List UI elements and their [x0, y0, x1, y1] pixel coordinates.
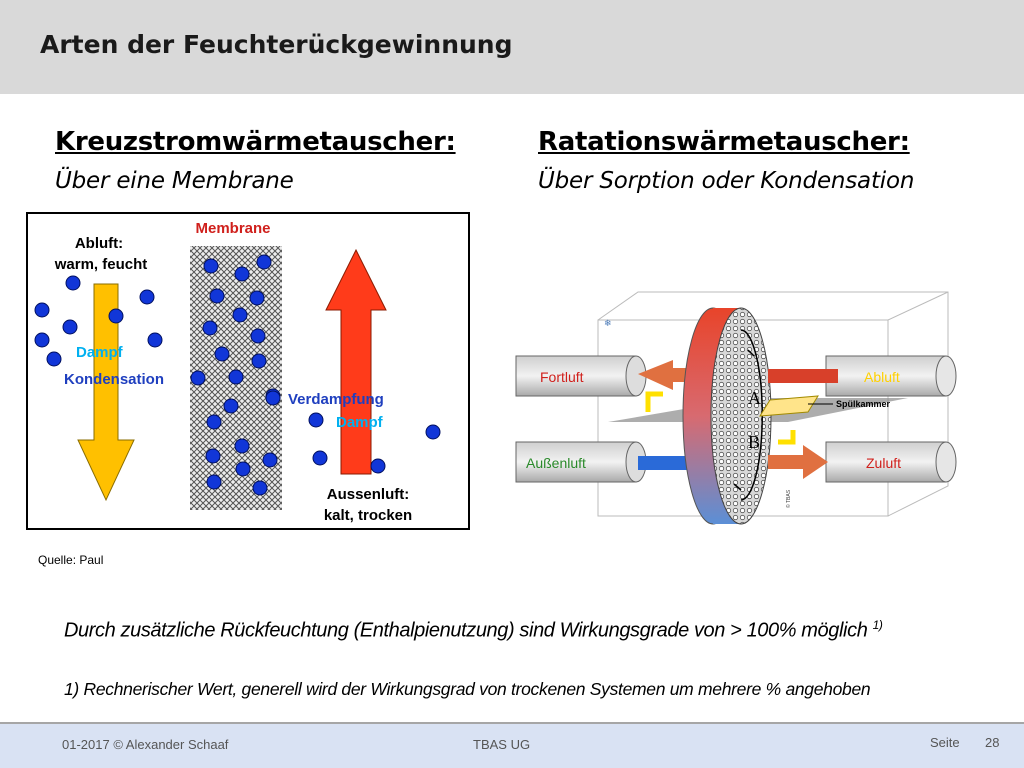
footer-seite-label: Seite: [930, 735, 960, 750]
footer: 01-2017 © Alexander Schaaf TBAS UG Seite…: [0, 722, 1024, 768]
abluft-label-2: warm, feucht: [54, 256, 148, 273]
tbas-copyright: © TBAS: [785, 489, 792, 508]
snow-icon: ❄: [604, 318, 612, 328]
abluft-label-1: Abluft:: [75, 235, 123, 252]
footnote: 1) Rechnerischer Wert, generell wird der…: [64, 679, 871, 699]
spuelkammer-block: [759, 395, 819, 417]
spuelkammer-label: Spülkammer: [836, 399, 891, 409]
footer-company: TBAS UG: [473, 737, 531, 752]
main-note-footnote-ref: 1): [872, 618, 883, 632]
abluft-flow: [768, 369, 838, 383]
aussenluft-arrow: [325, 248, 387, 475]
footer-page-number: 28: [985, 735, 1000, 750]
slide-title: Arten der Feuchterückgewinnung: [40, 30, 513, 59]
membrane-diagram: Membrane Abluft: warm, feucht Dampf Kond…: [26, 212, 470, 530]
source-caption: Quelle: Paul: [38, 553, 104, 567]
right-subheading: Über Sorption oder Kondensation: [538, 168, 915, 194]
vapor-dots: [34, 254, 441, 496]
kondensation-label: Kondensation: [64, 371, 164, 388]
zuluft-arrow: [768, 445, 828, 479]
title-bar: [0, 0, 1024, 94]
dampf-left-label: Dampf: [76, 344, 124, 361]
membrane-label: Membrane: [195, 220, 270, 237]
main-note-text: Durch zusätzliche Rückfeuchtung (Enthalp…: [64, 619, 868, 642]
abluft-label: Abluft: [864, 369, 900, 385]
left-subheading: Über eine Membrane: [55, 168, 294, 194]
aussenluft-label: Außenluft: [526, 455, 586, 471]
main-note: Durch zusätzliche Rückfeuchtung (Enthalp…: [64, 618, 883, 643]
zone-b-label: B: [748, 432, 760, 452]
duct-fortluft: [515, 355, 647, 397]
footer-author: 01-2017 © Alexander Schaaf: [62, 737, 229, 752]
fortluft-label: Fortluft: [540, 369, 584, 385]
dampf-right-label: Dampf: [336, 414, 384, 431]
duct-aussenluft: [515, 441, 647, 483]
aussenluft-label-2: kalt, trocken: [324, 507, 412, 524]
duct-abluft: [825, 355, 957, 397]
rotor-honeycomb: [710, 307, 772, 525]
zone-a-label: A: [748, 388, 761, 408]
right-heading: Ratationswärmetauscher:: [538, 127, 910, 157]
left-heading: Kreuzstromwärmetauscher:: [55, 127, 456, 157]
aussenluft-label-1: Aussenluft:: [327, 486, 410, 503]
verdampfung-label: Verdampfung: [288, 391, 384, 408]
zuluft-label: Zuluft: [866, 455, 901, 471]
rotary-diagram: ❄ Fortluft Abluft Außenluft Zuluft Spülk…: [508, 290, 964, 530]
